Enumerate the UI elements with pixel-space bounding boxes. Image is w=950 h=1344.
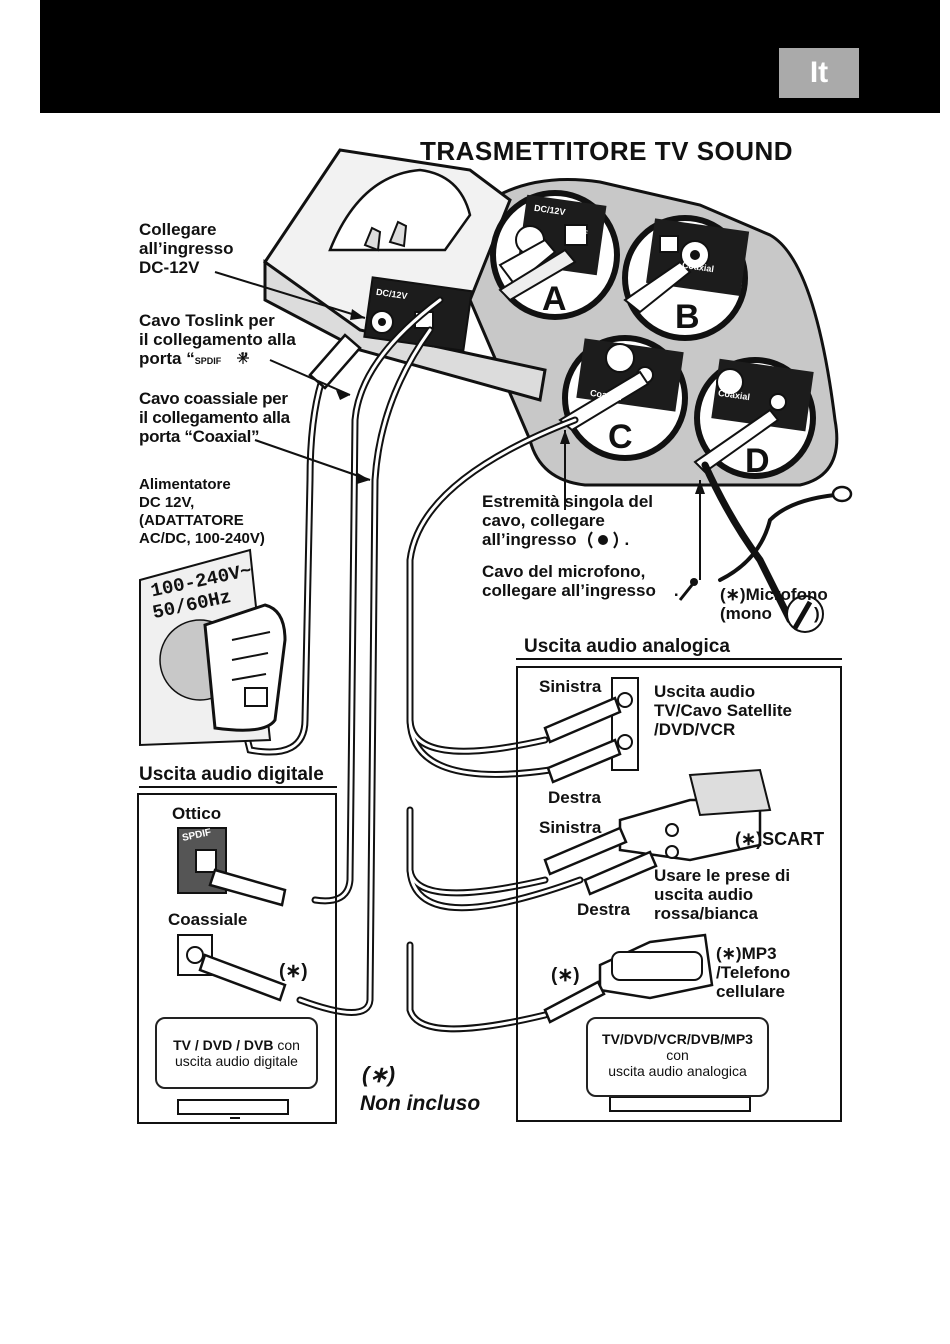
- single-end-label: Estremità singola del cavo, collegare al…: [482, 492, 653, 549]
- analog-left-label-1: Sinistra: [539, 677, 602, 696]
- mic-cable-label: Cavo del microfono, collegare all’ingres…: [482, 562, 679, 600]
- port-circle-c: [558, 335, 688, 461]
- port-circle-d: [693, 357, 816, 479]
- mic-in-icon: [678, 578, 698, 601]
- digital-output-box: [137, 793, 337, 1124]
- dc-plug: [308, 333, 362, 390]
- digital-title-rule: [139, 786, 337, 788]
- port-letter-d: D: [745, 442, 770, 480]
- mp3-player: [598, 933, 714, 1000]
- scart-adapter: [618, 768, 772, 862]
- audio-in-icon: [588, 531, 618, 549]
- toslink-label: Cavo Toslink per il collegamento alla po…: [139, 311, 296, 368]
- tv-digital-card: TV / DVD / DVB con uscita audio digitale: [155, 1017, 318, 1089]
- coax-label: Cavo coassiale per il collegamento alla …: [139, 389, 290, 446]
- optical-label: Ottico: [172, 804, 222, 823]
- footnote-symbol: (∗): [362, 1062, 396, 1087]
- pointer-dc: [214, 271, 366, 319]
- scart-plug-right: [583, 850, 658, 896]
- mp3-label: (∗)MP3 /Telefono cellulare: [716, 944, 791, 1001]
- port-circle-a: [490, 190, 620, 320]
- analog-right-label-2: Destra: [577, 900, 630, 919]
- mic-boom: [718, 493, 837, 582]
- coax-plug: [198, 953, 287, 1002]
- power-adapter-illustration: [139, 548, 287, 747]
- port-letter-b: B: [675, 298, 700, 336]
- digital-output-title: Uscita audio digitale: [139, 764, 324, 785]
- mono-plug-icon: [786, 595, 824, 633]
- microphone-label: (∗)Microfono (mono): [720, 585, 828, 623]
- analog-output-box: [516, 666, 842, 1122]
- rca-plug-left: [543, 696, 622, 744]
- psu-label: Alimentatore DC 12V, (ADATTATORE AC/DC, …: [139, 476, 265, 547]
- analog-title-rule: [516, 658, 842, 660]
- analog-not-included-mark: (∗): [551, 965, 580, 986]
- scart-plug-left: [543, 826, 628, 876]
- language-badge: It: [779, 48, 859, 98]
- analog-left-label-2: Sinistra: [539, 818, 602, 837]
- tv-stand-analog: [609, 1096, 751, 1112]
- page-title: TRASMETTITORE TV SOUND: [420, 136, 794, 166]
- digital-not-included-mark: (∗): [279, 961, 308, 982]
- scart-label: (∗)SCART: [735, 829, 825, 849]
- analog-right-label-1: Destra: [548, 788, 601, 807]
- pointer-toslink: [269, 359, 351, 396]
- port-circle-b: [622, 215, 750, 341]
- analog-output-title: Uscita audio analogica: [524, 636, 730, 657]
- microphone-head: [831, 485, 853, 503]
- dc-label: Collegare all’ingresso DC-12V: [139, 220, 234, 277]
- port-letter-a: A: [542, 280, 567, 318]
- analog-out-label: Uscita audio TV/Cavo Satellite /DVD/VCR: [654, 682, 792, 739]
- port-letter-c: C: [608, 418, 633, 456]
- spdif-sparkle-icon: [237, 352, 249, 364]
- footnote-text: Non incluso: [360, 1092, 481, 1115]
- toslink-plug: [208, 868, 287, 907]
- rca-plug-right: [546, 738, 622, 784]
- pointer-coax: [254, 439, 371, 481]
- coaxial-label: Coassiale: [168, 910, 248, 929]
- tv-stand-digital: [177, 1099, 289, 1115]
- mic-cable: [701, 461, 794, 624]
- use-jacks-label: Usare le prese di uscita audio rossa/bia…: [654, 866, 791, 923]
- headphone-plug: [543, 980, 606, 1024]
- tv-analog-card: TV/DVD/VCR/DVB/MP3 con uscita audio anal…: [586, 1017, 769, 1097]
